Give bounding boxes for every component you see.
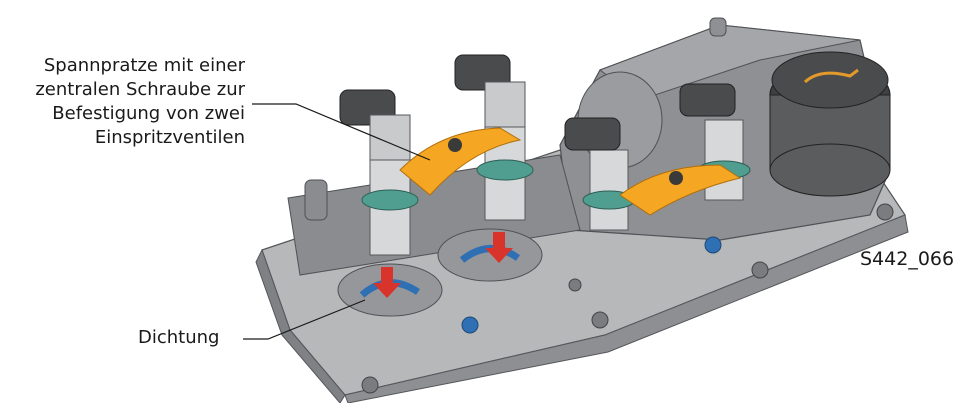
callout-clamp-line-2: zentralen Schraube zur bbox=[35, 79, 245, 100]
injectors bbox=[339, 54, 751, 256]
callout-clamp-line-1: Spannpratze mit einer bbox=[43, 55, 245, 76]
injector-1 bbox=[339, 89, 419, 256]
injector-3 bbox=[564, 117, 636, 231]
clamp-screw-2 bbox=[669, 171, 683, 185]
callout-clamp-label: Spannpratze mit einer zentralen Schraube… bbox=[35, 54, 245, 150]
oil-filler-cap bbox=[769, 51, 891, 197]
arrow-1 bbox=[381, 267, 393, 285]
leader-line-seal bbox=[243, 299, 366, 340]
insertion-arrows bbox=[373, 232, 513, 298]
cover-bolts bbox=[361, 203, 894, 394]
callout-seal-label: Dichtung bbox=[138, 327, 220, 348]
clamp-screw-1 bbox=[448, 138, 462, 152]
clamp-claw-1 bbox=[399, 127, 522, 196]
arrow-2 bbox=[493, 232, 505, 250]
leader-line-clamp bbox=[252, 103, 431, 161]
callout-clamp-line-4: Einspritzventilen bbox=[94, 127, 245, 148]
clamp-claw-2 bbox=[619, 164, 742, 216]
clamp-claws bbox=[399, 127, 742, 216]
callout-clamp-line-3: Befestigung von zwei bbox=[52, 103, 245, 124]
figure-id: S442_066 bbox=[860, 248, 955, 270]
